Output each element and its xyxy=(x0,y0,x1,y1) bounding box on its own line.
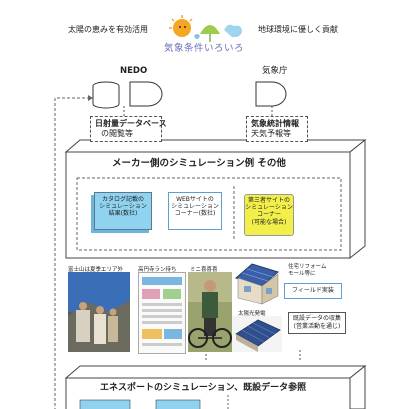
photo-menu-document xyxy=(138,272,186,354)
note3-line1: 第三者サイトの xyxy=(247,197,290,204)
nedo-box-line2: の閲覧等 xyxy=(101,129,133,138)
house-caption: 太陽光発電 xyxy=(238,311,266,317)
note3-line4: (可能な場合) xyxy=(251,218,287,226)
note2-line1: WEBサイトの xyxy=(176,196,214,203)
note2-line3: コーナー(数社) xyxy=(174,210,216,218)
photo3-caption: ミニ喜喜喜 xyxy=(190,267,218,273)
nedo-box-line1: 日射量データベース xyxy=(95,119,167,128)
jma-info-box: 気象統計情報 天気予報等 xyxy=(246,116,308,142)
note1-line1: カタログ記載の xyxy=(101,196,144,203)
existing-data-line1: 既設データの収集 xyxy=(292,315,341,322)
house-note-line1: 住宅リフォーム xyxy=(288,264,327,270)
solar-house-image xyxy=(232,262,282,306)
catalog-simulation-note: カタログ記載の シミュレーション 結果(数社) xyxy=(94,192,152,230)
third-party-simulation-note: 第三者サイトの シミュレーション コーナー (可能な場合) xyxy=(244,194,294,236)
photo-mountain-visit xyxy=(68,272,130,352)
photo2-caption: 高円寺ラン待ち xyxy=(138,267,177,273)
note3-line2: シミュレーション xyxy=(245,204,293,212)
left-slogan: 太陽の恵みを有効活用 xyxy=(68,25,148,34)
jma-label: 気象庁 xyxy=(262,66,288,76)
web-simulation-note: WEBサイトの シミュレーション コーナー(数社) xyxy=(168,192,222,230)
bottom-section-title: エネスポートのシミュレーション、既設データ参照 xyxy=(100,383,307,393)
weather-logo: 気象条件いろいろ xyxy=(164,14,246,60)
right-slogan: 地球環境に優しく貢献 xyxy=(258,25,338,34)
note3-line3: コーナー xyxy=(256,211,281,219)
weather-icons xyxy=(169,15,242,42)
solar-roof-image xyxy=(232,316,282,352)
cloud-icon xyxy=(224,24,242,38)
note1-line2: シミュレーション xyxy=(99,203,147,211)
jma-document-icon xyxy=(255,81,287,107)
note1-line3: 結果(数社) xyxy=(108,210,138,218)
photo-man-bicycle xyxy=(188,272,232,352)
field-implementation-label: フィールド実装 xyxy=(284,283,342,299)
nedo-database-box: 日射量データベース の閲覧等 xyxy=(90,116,167,142)
nedo-document-icon xyxy=(129,81,163,107)
note2-line2: シミュレーション xyxy=(171,203,219,211)
sun-icon xyxy=(173,19,191,37)
drop-icon xyxy=(194,34,200,39)
jma-box-line1: 気象統計情報 xyxy=(251,119,299,128)
nedo-label: NEDO xyxy=(120,66,148,76)
house-reform-note: 住宅リフォーム モール等に xyxy=(288,264,326,277)
umbrella-icon xyxy=(200,25,220,34)
jma-box-line2: 天気予報等 xyxy=(251,129,291,138)
existing-data-line2: (営業活動を通じ) xyxy=(293,323,341,331)
house-note-line2: モール等に xyxy=(288,270,316,277)
photo1-caption: 富士山は夏季エリア外 xyxy=(68,267,124,273)
maker-section-title: メーカー側のシミュレーション例 その他 xyxy=(112,158,286,169)
database-icon xyxy=(92,81,120,109)
logo-text: 気象条件いろいろ xyxy=(164,43,245,54)
existing-data-box: 既設データの収集 (営業活動を通じ) xyxy=(288,312,346,334)
bottom-section-box xyxy=(64,364,367,409)
